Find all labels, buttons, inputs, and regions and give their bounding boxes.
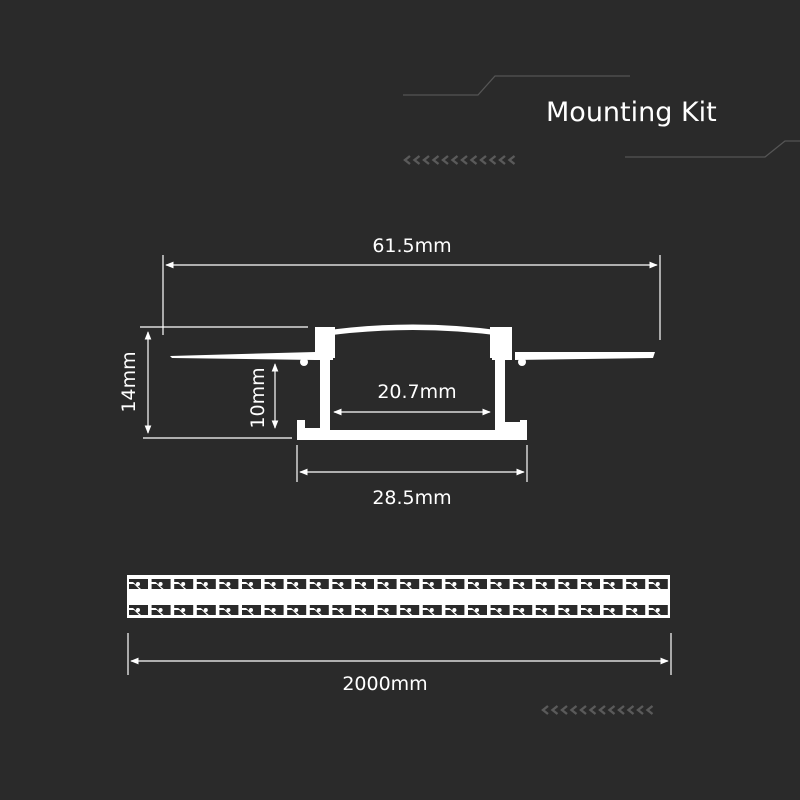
strip-tile [603, 605, 623, 615]
strip-tile [196, 579, 216, 589]
chevron-decor-bottom [541, 705, 654, 715]
strip-tile [287, 579, 307, 589]
chevron-icon [598, 705, 606, 715]
label-outer-width: 28.5mm [372, 487, 451, 509]
label-total-height: 14mm [118, 351, 140, 412]
chevron-icon [488, 155, 497, 165]
chevron-icon [460, 155, 468, 165]
strip-tile [468, 579, 487, 589]
dimension-outer-width [296, 445, 528, 482]
chevron-icon [498, 155, 506, 165]
chevron-icon [541, 705, 549, 715]
strip-tile [535, 579, 555, 589]
strip-tile [626, 579, 646, 589]
strip-tile [581, 579, 600, 589]
chevron-icon [550, 705, 559, 715]
strip-tile [287, 605, 307, 615]
strip-tile [355, 605, 374, 615]
strip-tile [264, 579, 284, 589]
strip-tile [445, 579, 465, 589]
strip-tile [626, 605, 646, 615]
strip-tile [513, 579, 533, 589]
strip-tile [422, 579, 442, 589]
chevron-icon [450, 155, 459, 165]
label-inner-height: 10mm [247, 367, 269, 428]
strip-tile [377, 605, 397, 615]
strip-tile [174, 605, 194, 615]
strip-tile [558, 605, 578, 615]
strip-tile [151, 605, 171, 615]
strip-tile [309, 605, 329, 615]
page-title: Mounting Kit [546, 97, 717, 128]
strip-tile [603, 579, 623, 589]
chevron-icon [469, 155, 478, 165]
strip-tile [513, 605, 533, 615]
chevron-icon [569, 705, 578, 715]
strip-tile [264, 605, 284, 615]
strip-tile [535, 605, 555, 615]
label-inner-width: 20.7mm [377, 381, 456, 403]
strip-tile [490, 579, 510, 589]
strip-tile [581, 605, 600, 615]
label-length: 2000mm [342, 673, 427, 695]
chevron-icon [626, 705, 635, 715]
profile-strip-side-view [127, 575, 670, 618]
strip-tile [490, 605, 510, 615]
chevron-icon [412, 155, 421, 165]
strip-tile [558, 579, 578, 589]
chevron-icon [431, 155, 440, 165]
chevron-icon [507, 155, 516, 165]
strip-tile [129, 605, 148, 615]
chevron-icon [403, 155, 411, 165]
decor-lines [403, 75, 800, 158]
chevron-icon [579, 705, 587, 715]
strip-tile [332, 605, 352, 615]
strip-tile [242, 579, 261, 589]
strip-tile [648, 605, 668, 615]
strip-tile [648, 579, 668, 589]
chevron-icon [645, 705, 654, 715]
strip-tile [332, 579, 352, 589]
dimension-total-width [162, 255, 661, 340]
strip-tile [400, 605, 420, 615]
strip-tile [242, 605, 261, 615]
chevron-icon [479, 155, 487, 165]
strip-tile [309, 579, 329, 589]
label-total-width: 61.5mm [372, 235, 451, 257]
chevron-icon [636, 705, 644, 715]
strip-tile [129, 579, 148, 589]
dimension-total-height [140, 326, 308, 439]
chevron-icon [422, 155, 430, 165]
strip-tile [151, 579, 171, 589]
strip-tile [219, 605, 239, 615]
chevron-icon [588, 705, 597, 715]
strip-tile [422, 605, 442, 615]
strip-tile [468, 605, 487, 615]
strip-tile [174, 579, 194, 589]
strip-tile [445, 605, 465, 615]
strip-tile [196, 605, 216, 615]
strip-tile [219, 579, 239, 589]
strip-tile [377, 579, 397, 589]
profile-cross-section [170, 324, 655, 440]
dimension-length [127, 633, 672, 675]
chevron-icon [441, 155, 449, 165]
strip-tile [355, 579, 374, 589]
chevron-icon [607, 705, 616, 715]
chevron-icon [560, 705, 568, 715]
chevron-decor-top [403, 155, 516, 165]
chevron-icon [617, 705, 625, 715]
strip-tile [400, 579, 420, 589]
